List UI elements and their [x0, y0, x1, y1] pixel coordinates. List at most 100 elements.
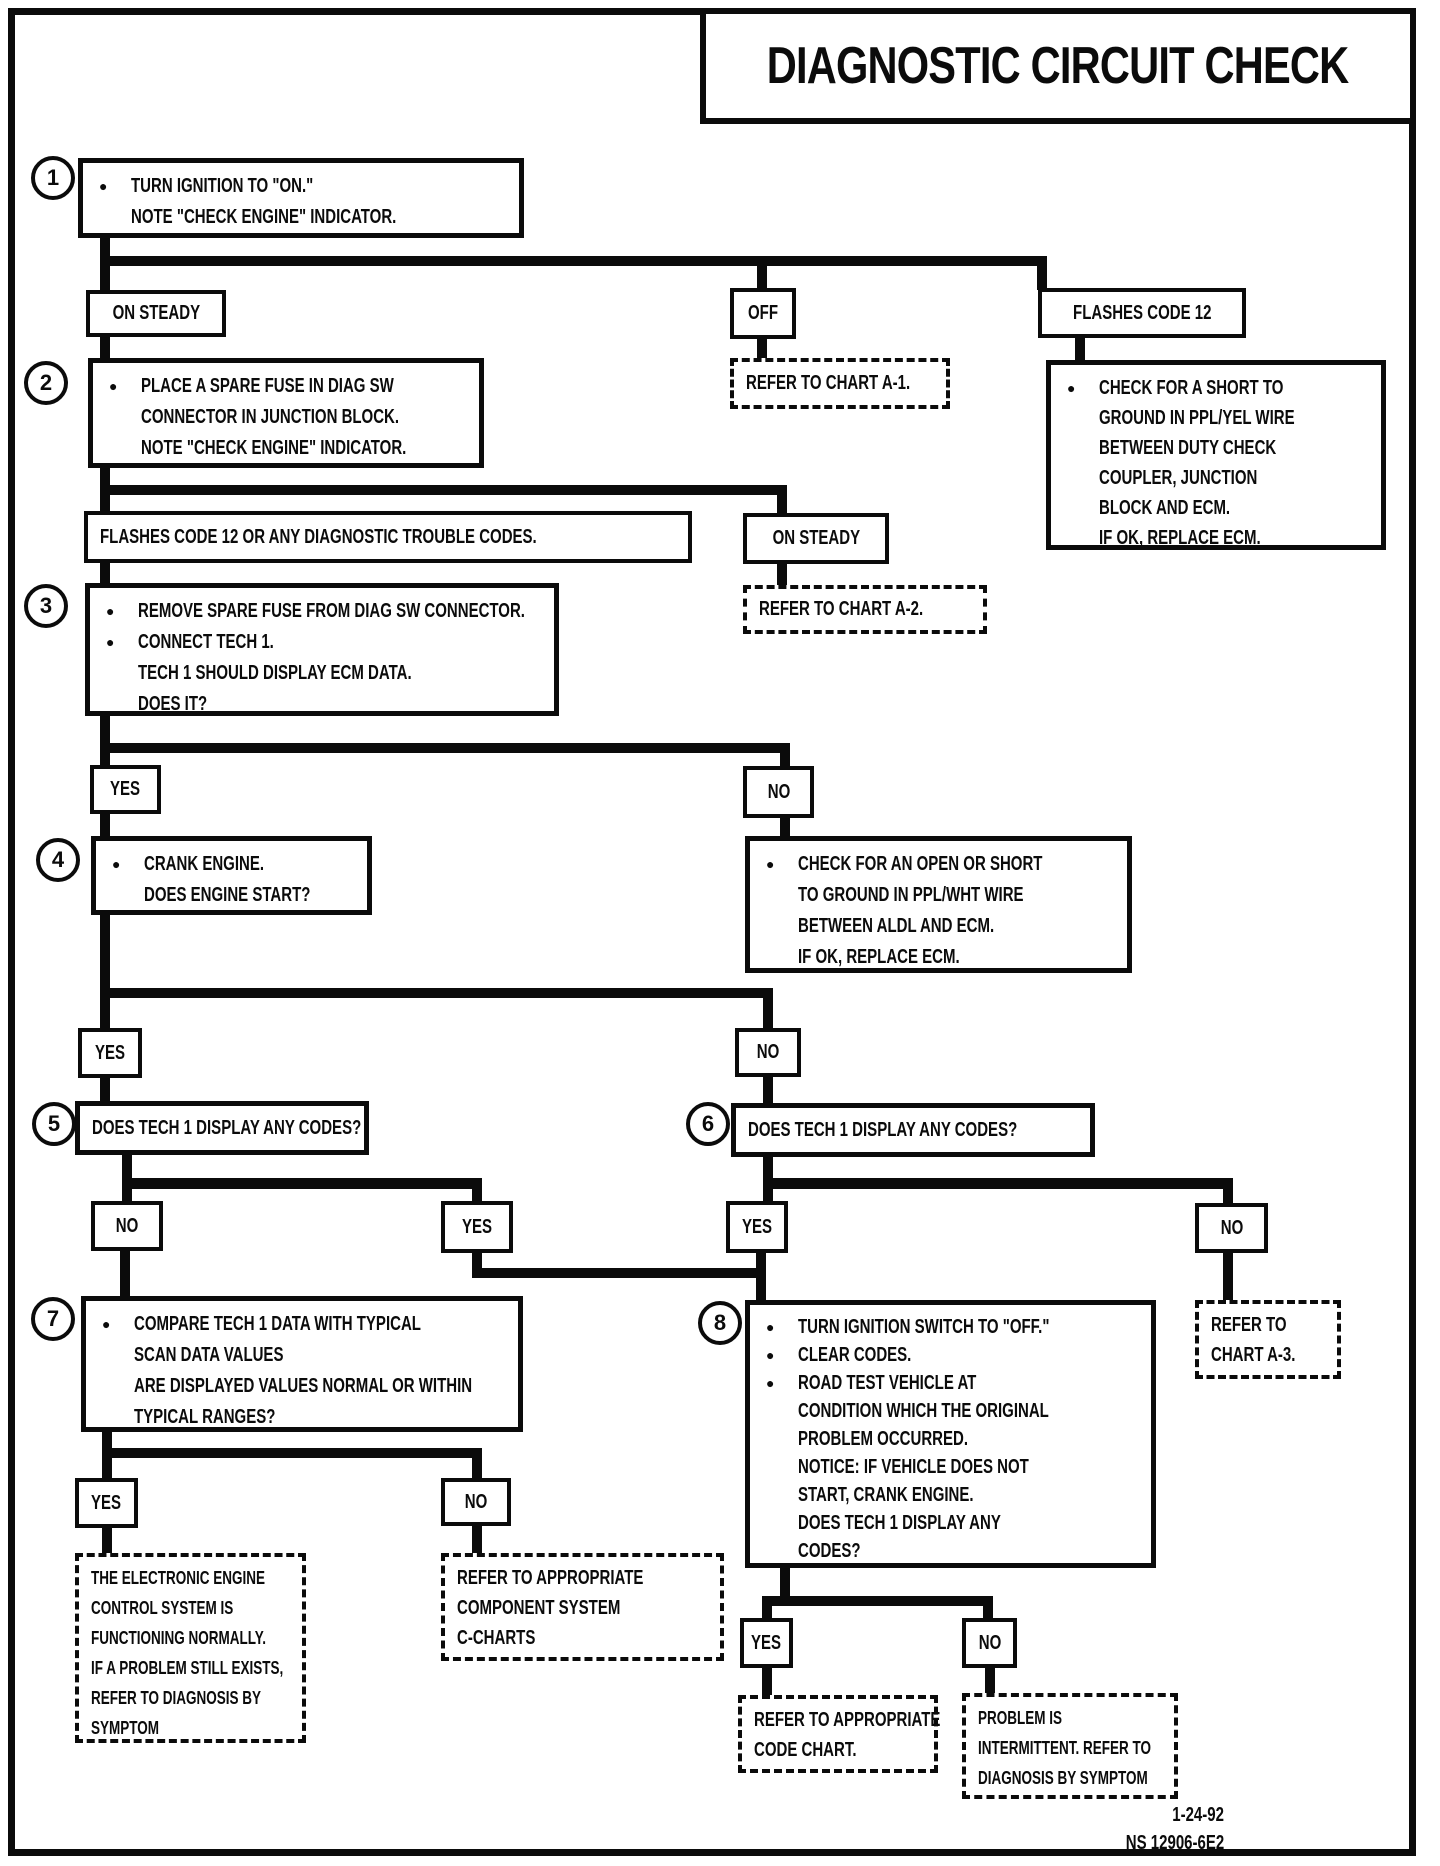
text-line: CLEAR CODES.: [798, 1344, 912, 1366]
text-line: CONNECT TECH 1.: [138, 631, 274, 653]
flow-box-step2: ●PLACE A SPARE FUSE IN DIAG SW CONNECTOR…: [88, 358, 484, 468]
connector: [472, 1524, 482, 1555]
branch-label-yes-3: YES: [441, 1201, 513, 1253]
bullet-icon: ●: [109, 378, 118, 394]
label-text: NO: [756, 1041, 780, 1063]
text-line: TYPICAL RANGES?: [134, 1406, 276, 1428]
connector: [100, 256, 1047, 266]
branch-label-no-6: NO: [962, 1618, 1017, 1668]
flow-box-step8: ● TURN IGNITION SWITCH TO "OFF." ● CLEAR C…: [745, 1300, 1156, 1568]
text-line: COMPARE TECH 1 DATA WITH TYPICAL: [134, 1313, 421, 1335]
bullet-icon: ●: [99, 178, 108, 194]
text-line: TECH 1 SHOULD DISPLAY ECM DATA.: [138, 662, 412, 684]
branch-label-yes-2: YES: [78, 1028, 142, 1078]
footer: 1-24-92 NS 12906-6E2: [1000, 1802, 1224, 1858]
connector: [1223, 1251, 1233, 1302]
connector: [762, 1596, 993, 1606]
branch-label-yes-5: YES: [75, 1478, 138, 1528]
branch-label-no-1: NO: [743, 766, 814, 818]
flow-box-step7: ●COMPARE TECH 1 DATA WITH TYPICAL SCAN D…: [81, 1296, 523, 1432]
text-line: CONTROL SYSTEM IS: [91, 1598, 234, 1618]
step-number-8: 8: [698, 1301, 742, 1345]
text-line: CHECK FOR A SHORT TO: [1099, 377, 1284, 399]
label-text: OFF: [748, 302, 778, 324]
text-line: REFER TO APPROPRIATE: [754, 1709, 941, 1731]
label-text: NO: [464, 1490, 488, 1513]
text-line: PROBLEM OCCURRED.: [798, 1428, 969, 1450]
footer-date: 1-24-92: [1172, 1804, 1224, 1826]
branch-label-no-3: NO: [91, 1201, 163, 1251]
text-line: BETWEEN DUTY CHECK: [1099, 437, 1277, 459]
connector: [472, 1178, 482, 1203]
text-line: REFER TO APPROPRIATE: [457, 1567, 644, 1589]
text-line: CONDITION WHICH THE ORIGINAL: [798, 1400, 1049, 1422]
label-text: ON STEADY: [112, 302, 200, 324]
branch-label-yes-4: YES: [726, 1201, 788, 1253]
text-line: NOTE "CHECK ENGINE" INDICATOR.: [141, 437, 407, 459]
text-line: CHART A-3.: [1211, 1344, 1296, 1366]
connector: [1223, 1178, 1233, 1205]
step-number-2: 2: [24, 361, 68, 405]
label-text: FLASHES CODE 12: [1072, 301, 1212, 324]
text-line: CHECK FOR AN OPEN OR SHORT: [798, 853, 1043, 875]
text-line: C-CHARTS: [457, 1627, 536, 1649]
text-line: REMOVE SPARE FUSE FROM DIAG SW CONNECTOR…: [138, 600, 525, 622]
text-line: IF OK, REPLACE ECM.: [1099, 527, 1261, 549]
connector: [985, 1666, 995, 1695]
connector: [100, 714, 110, 767]
branch-label-off: OFF: [730, 288, 796, 339]
bullet-icon: ●: [766, 1375, 775, 1391]
text-line: IF A PROBLEM STILL EXISTS,: [91, 1658, 284, 1678]
text-line: DOES TECH 1 DISPLAY ANY: [798, 1512, 1001, 1534]
terminal-refer-chart-a2: REFER TO CHART A-2.: [743, 585, 987, 634]
connector: [756, 1251, 766, 1302]
text-line: GROUND IN PPL/YEL WIRE: [1099, 407, 1295, 429]
label-text: NO: [1220, 1216, 1243, 1239]
text-line: START, CRANK ENGINE.: [798, 1484, 974, 1506]
text-line: TURN IGNITION TO "ON.": [131, 175, 314, 197]
branch-label-on-steady-1: ON STEADY: [86, 290, 226, 337]
connector: [983, 1596, 993, 1620]
connector: [100, 988, 773, 998]
step-number-4: 4: [36, 838, 80, 882]
connector: [777, 562, 787, 587]
label-text: ON STEADY: [772, 527, 860, 549]
label-text: NO: [115, 1214, 139, 1237]
text-line: NOTICE: IF VEHICLE DOES NOT: [798, 1456, 1029, 1478]
bullet-icon: ●: [106, 634, 115, 650]
branch-label-no-4: NO: [1195, 1203, 1268, 1253]
bullet-icon: ●: [766, 1347, 775, 1363]
label-text: REFER TO CHART A-1.: [746, 372, 911, 394]
text-line: DIAGNOSIS BY SYMPTOM: [978, 1768, 1148, 1788]
label-text: REFER TO CHART A-2.: [759, 598, 924, 620]
connector: [780, 816, 790, 838]
label-text: NO: [978, 1631, 1001, 1654]
bullet-icon: ●: [1067, 380, 1076, 396]
text-line: FUNCTIONING NORMALLY.: [91, 1628, 267, 1648]
connector: [780, 743, 790, 768]
flow-box-step5: DOES TECH 1 DISPLAY ANY CODES?: [75, 1101, 369, 1155]
connector: [100, 561, 110, 585]
text-line: SCAN DATA VALUES: [134, 1344, 284, 1366]
label-text: YES: [461, 1215, 493, 1238]
text-line: DOES ENGINE START?: [144, 884, 311, 906]
label-text: DOES TECH 1 DISPLAY ANY CODES?: [92, 1116, 362, 1139]
text-line: TURN IGNITION SWITCH TO "OFF.": [798, 1316, 1050, 1338]
terminal-system-normal: THE ELECTRONIC ENGINE CONTROL SYSTEM IS …: [75, 1553, 306, 1743]
text-line: REFER TO DIAGNOSIS BY: [91, 1688, 262, 1708]
text-line: REFER TO: [1211, 1314, 1287, 1336]
step-number-3: 3: [24, 584, 68, 628]
step-number-6: 6: [686, 1102, 730, 1146]
bullet-icon: ●: [766, 856, 775, 872]
connector: [763, 1075, 773, 1105]
branch-label-yes-1: YES: [90, 765, 161, 814]
flow-box-step1: ●TURN IGNITION TO "ON." NOTE "CHECK ENGI…: [78, 158, 524, 238]
text-line: CODES?: [798, 1540, 861, 1562]
label-text: FLASHES CODE 12 OR ANY DIAGNOSTIC TROUBL…: [100, 525, 537, 548]
label-text: DOES TECH 1 DISPLAY ANY CODES?: [748, 1118, 1018, 1141]
text-line: CRANK ENGINE.: [144, 853, 265, 875]
text-line: COUPLER, JUNCTION: [1099, 467, 1258, 489]
text-line: ROAD TEST VEHICLE AT: [798, 1372, 977, 1394]
label-text: YES: [91, 1491, 122, 1514]
